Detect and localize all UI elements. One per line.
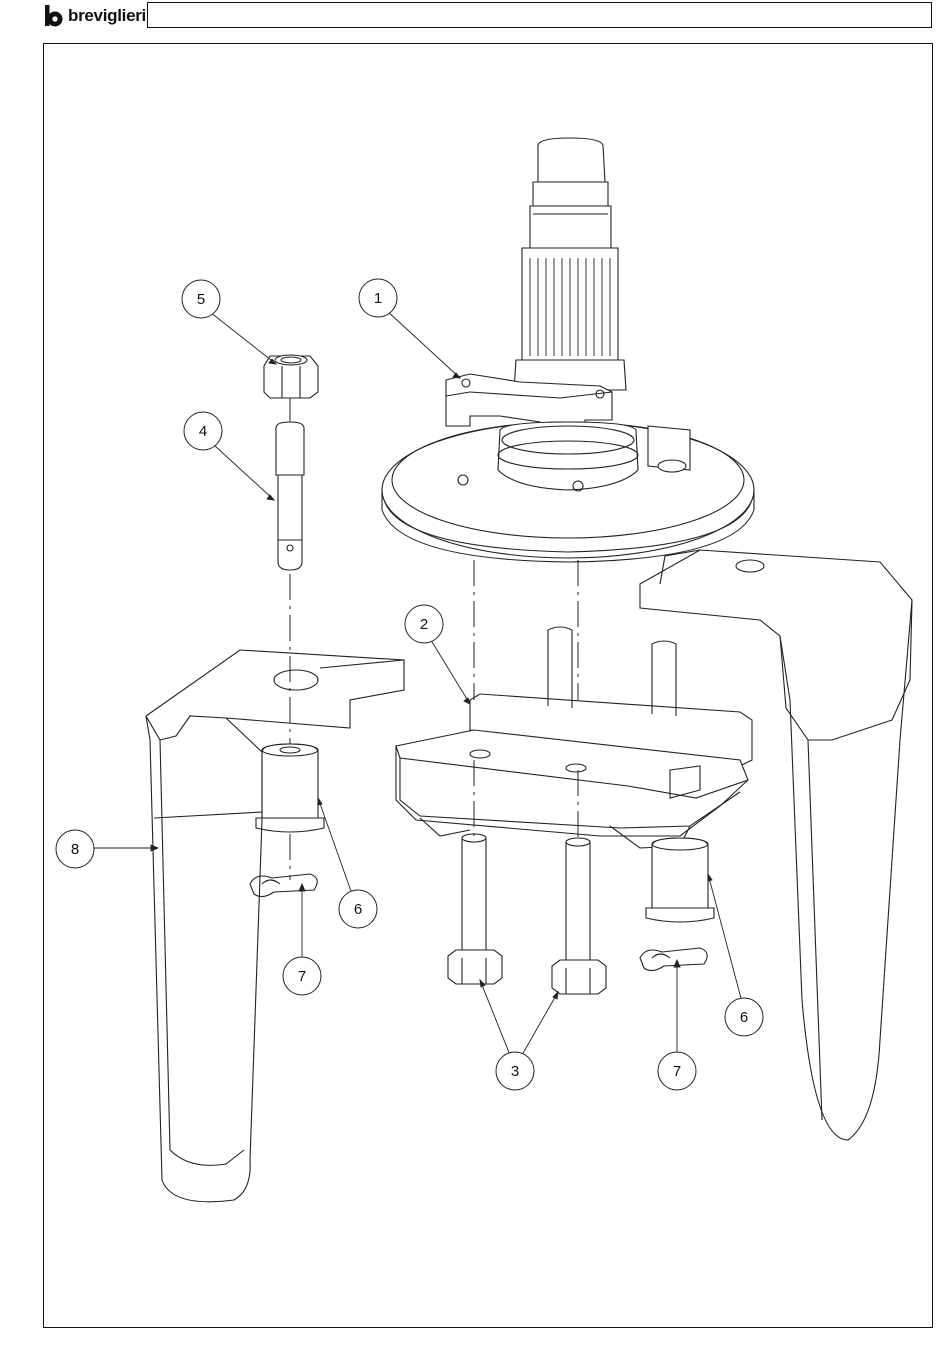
callout-7-left: 7 bbox=[283, 957, 321, 995]
bolt-left-part bbox=[448, 834, 502, 984]
svg-text:3: 3 bbox=[511, 1063, 519, 1080]
callout-5: 5 bbox=[182, 280, 220, 318]
callout-7-right: 7 bbox=[658, 1052, 696, 1090]
svg-text:5: 5 bbox=[197, 291, 205, 308]
callout-1: 1 bbox=[359, 279, 397, 317]
svg-text:4: 4 bbox=[199, 423, 207, 440]
callout-4: 4 bbox=[184, 412, 222, 450]
bushing-left-part bbox=[256, 744, 324, 832]
svg-text:2: 2 bbox=[420, 616, 428, 633]
callout-6-left: 6 bbox=[339, 890, 377, 928]
callout-8: 8 bbox=[56, 830, 94, 868]
callout-2: 2 bbox=[405, 605, 443, 643]
bushing-right-part bbox=[646, 838, 714, 922]
svg-text:6: 6 bbox=[354, 901, 362, 918]
pin-part bbox=[276, 422, 304, 570]
svg-text:7: 7 bbox=[298, 968, 306, 985]
bracket-block-part bbox=[396, 627, 752, 848]
svg-text:8: 8 bbox=[71, 841, 79, 858]
callout-3: 3 bbox=[496, 1052, 534, 1090]
hub-shaft-part bbox=[382, 138, 754, 562]
bolt-right-part bbox=[552, 838, 606, 994]
svg-text:7: 7 bbox=[673, 1063, 681, 1080]
svg-text:6: 6 bbox=[740, 1009, 748, 1026]
callout-6-right: 6 bbox=[725, 998, 763, 1036]
svg-text:1: 1 bbox=[374, 290, 382, 307]
